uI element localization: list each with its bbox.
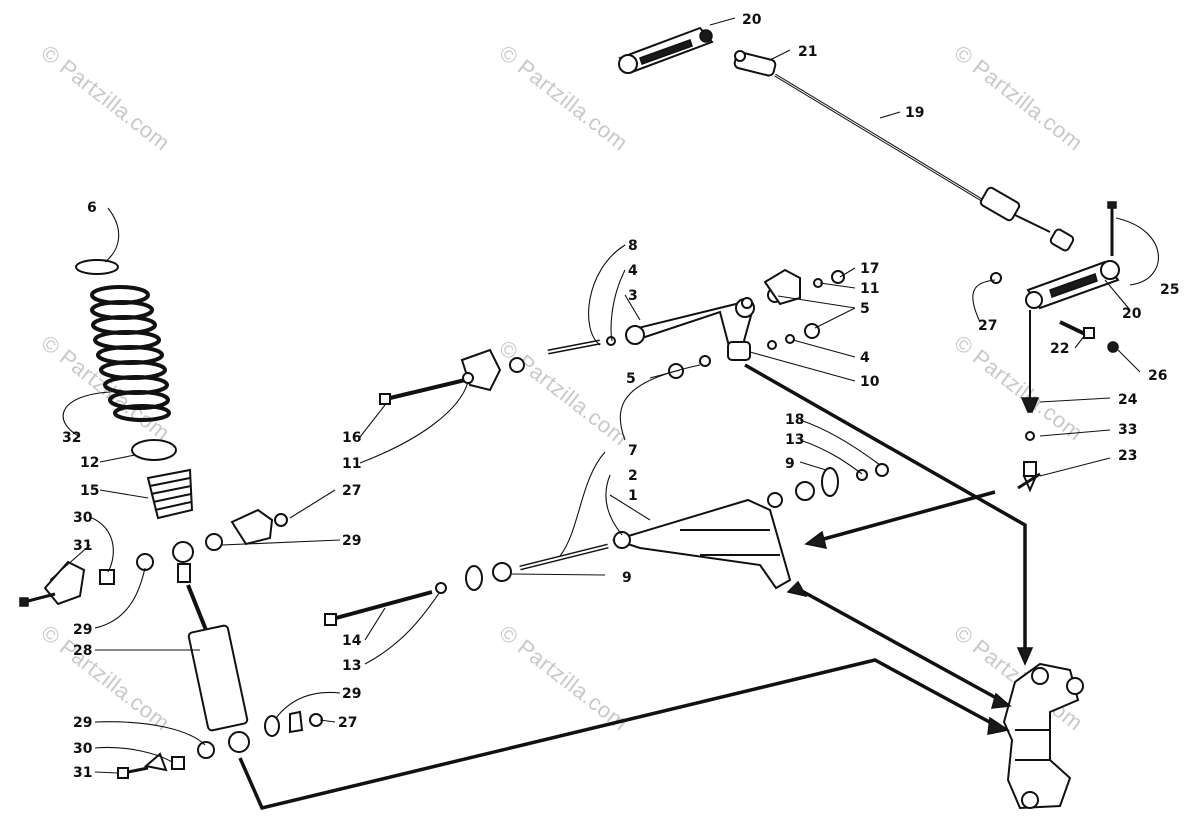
callout-11: 11 [860, 281, 879, 297]
callout-19: 19 [905, 105, 924, 121]
bolt-22 [1059, 320, 1095, 339]
callout-27: 27 [338, 715, 357, 731]
callout-13: 13 [342, 658, 361, 674]
callout-30: 30 [73, 510, 93, 526]
callout-31: 31 [73, 538, 92, 554]
shock-body-28 [187, 624, 249, 732]
callout-6: 6 [87, 200, 97, 216]
callout-1: 1 [628, 488, 638, 504]
assembly-arrows [238, 363, 1034, 811]
spindle [1002, 662, 1084, 810]
spring-retainer-6 [75, 259, 119, 275]
callout-11: 11 [342, 456, 361, 472]
callout-29: 29 [73, 622, 92, 638]
callout-16: 16 [342, 430, 361, 446]
callout-13: 13 [785, 432, 804, 448]
callout-9: 9 [785, 456, 795, 472]
callout-14: 14 [342, 633, 362, 649]
callout-5: 5 [860, 301, 870, 317]
retainer-12 [131, 439, 177, 461]
callout-33: 33 [1118, 422, 1137, 438]
nut-33 [1025, 431, 1035, 441]
callout-7: 7 [628, 443, 638, 459]
tie-rod-assembly [618, 26, 1120, 493]
callout-17: 17 [860, 261, 879, 277]
callout-32: 32 [62, 430, 81, 446]
spring-32 [90, 285, 171, 422]
callout-29: 29 [73, 715, 92, 731]
callout-23: 23 [1118, 448, 1137, 464]
callout-numbers: 20 21 19 25 20 27 22 26 24 33 23 8 4 3 1… [62, 12, 1179, 781]
bumper-15 [146, 468, 194, 520]
bolt-31-top [19, 592, 56, 607]
bolt-25 [1107, 201, 1117, 256]
fitting-23 [1017, 461, 1041, 493]
callout-12: 12 [80, 455, 99, 471]
callout-30: 30 [73, 741, 93, 757]
leader-lines [49, 17, 1159, 774]
callout-4: 4 [628, 263, 638, 279]
bolt-31-bottom [117, 766, 149, 779]
shock-assembly [19, 259, 323, 779]
bolt-14 [324, 590, 433, 626]
lower-a-arm-assembly [324, 463, 889, 626]
callout-10: 10 [860, 374, 880, 390]
callout-27: 27 [342, 483, 361, 499]
callout-5: 5 [626, 371, 636, 387]
callout-8: 8 [628, 238, 638, 254]
callout-29: 29 [342, 686, 361, 702]
callout-28: 28 [73, 643, 92, 659]
callout-20: 20 [742, 12, 762, 28]
callout-22: 22 [1050, 341, 1069, 357]
callout-25: 25 [1160, 282, 1179, 298]
callout-20: 20 [1122, 306, 1142, 322]
callout-18: 18 [785, 412, 804, 428]
callout-2: 2 [628, 468, 638, 484]
ball-joint-24 [1020, 397, 1040, 413]
steering-arm-right [1025, 260, 1120, 310]
callout-26: 26 [1148, 368, 1167, 384]
callout-4: 4 [860, 350, 870, 366]
callout-9: 9 [622, 570, 632, 586]
callout-24: 24 [1118, 392, 1138, 408]
callout-27: 27 [978, 318, 997, 334]
tie-rod-adjuster [979, 186, 1075, 252]
tie-rod-end [733, 50, 777, 77]
callout-15: 15 [80, 483, 99, 499]
lower-a-arm [611, 498, 792, 590]
steering-arm-top [618, 26, 714, 74]
callout-31: 31 [73, 765, 92, 781]
nut-26 [1107, 341, 1119, 353]
upper-a-arm-assembly [379, 268, 845, 405]
callout-29: 29 [342, 533, 361, 549]
callout-21: 21 [798, 44, 817, 60]
callout-3: 3 [628, 288, 638, 304]
nut-27-right [990, 272, 1002, 284]
